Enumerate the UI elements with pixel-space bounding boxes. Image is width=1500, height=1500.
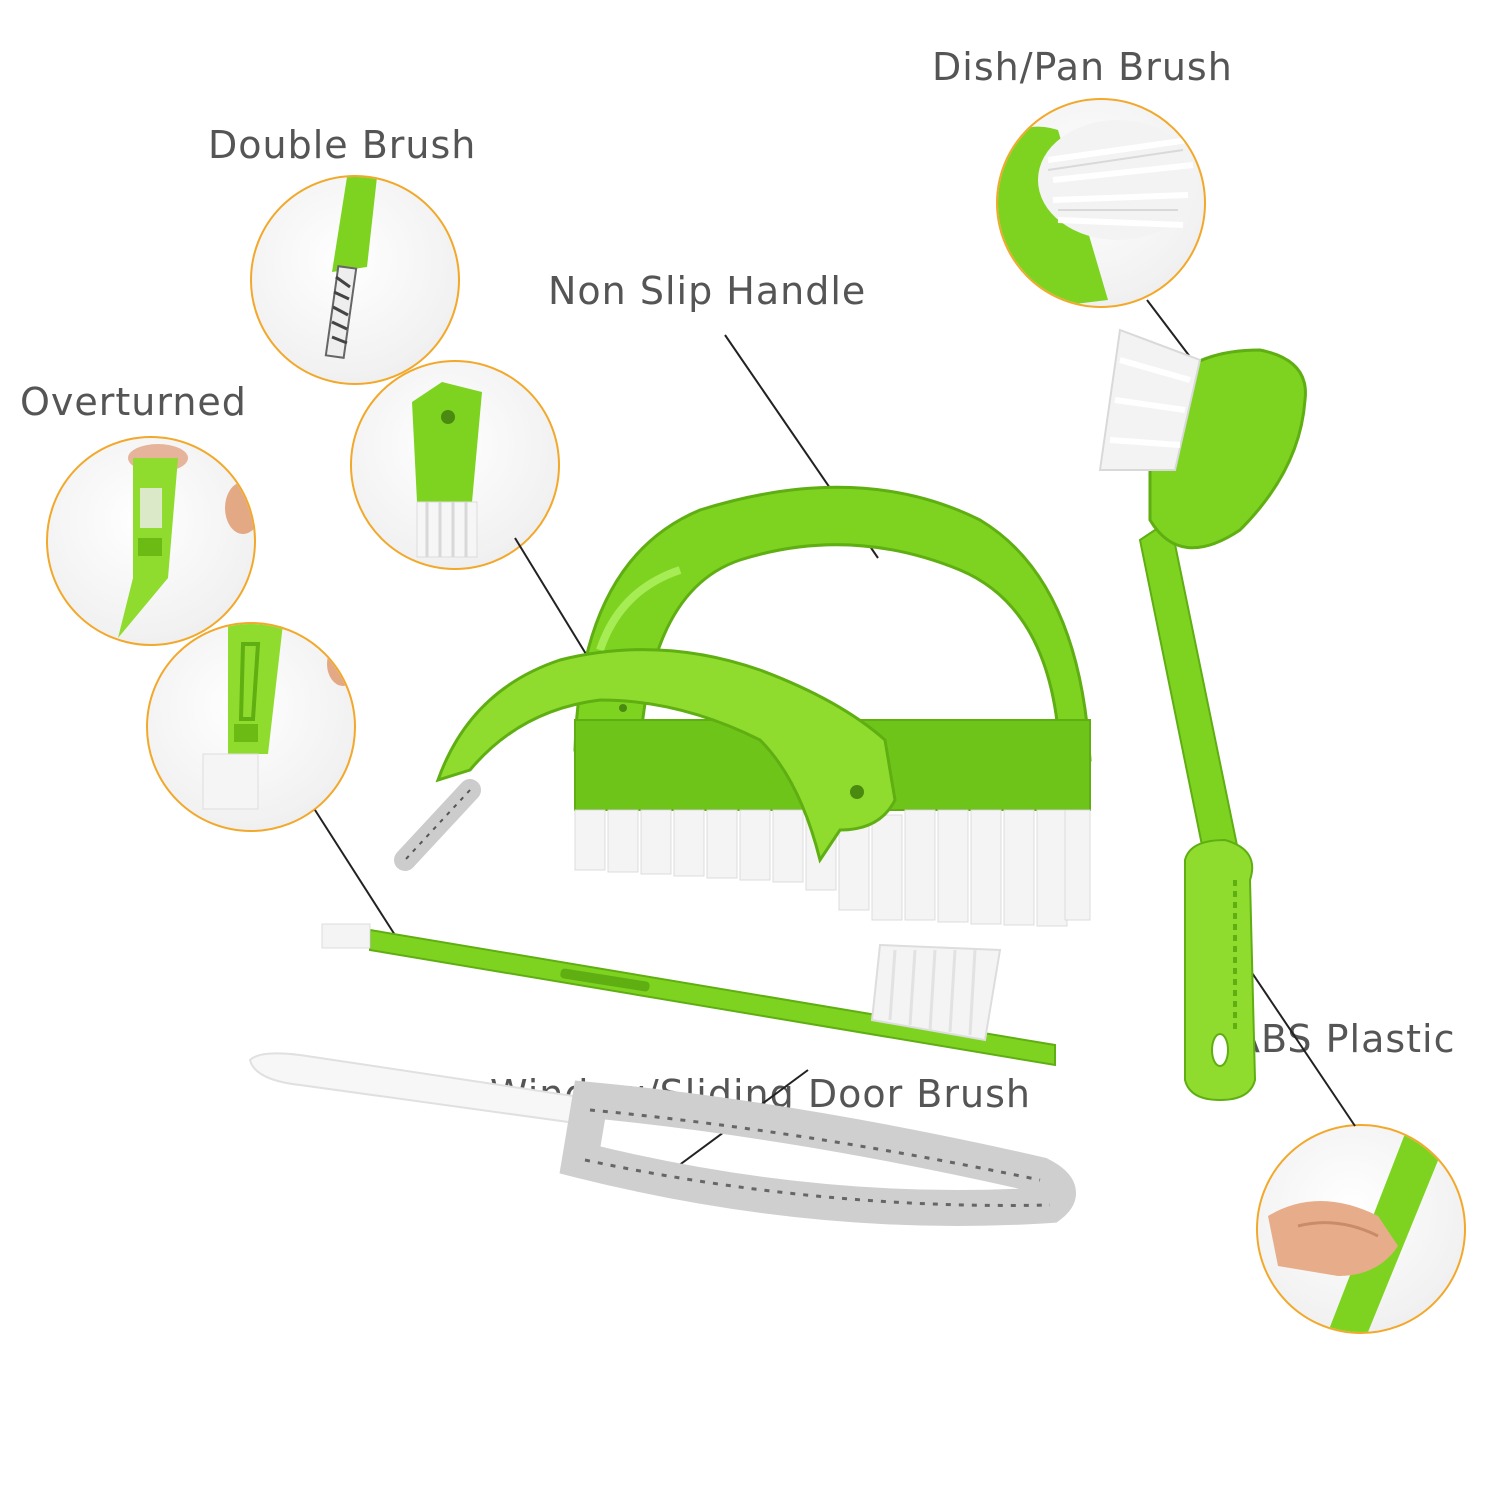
abs-plastic-detail-image xyxy=(1268,1126,1448,1332)
d-handle-grout-brush xyxy=(394,485,1092,927)
double-brush-detail-image xyxy=(324,177,377,359)
small-brush-detail-image xyxy=(412,382,482,558)
label-abs-plastic: ABS Plastic xyxy=(1234,1017,1456,1061)
label-double-brush: Double Brush xyxy=(208,123,477,167)
dish-pan-brush xyxy=(1098,328,1307,1102)
callout-overturned-closed xyxy=(46,436,256,646)
crevice-toothbrush xyxy=(321,923,1056,1067)
overturned-closed-detail-image xyxy=(118,444,254,638)
callout-double-brush xyxy=(250,175,460,385)
label-dish-pan-brush: Dish/Pan Brush xyxy=(932,45,1233,89)
callout-abs-plastic xyxy=(1256,1124,1466,1334)
callout-small-brush-head xyxy=(350,360,560,570)
window-sliding-door-brush xyxy=(248,1052,1076,1226)
callout-overturned-open xyxy=(146,622,356,832)
label-non-slip-handle: Non Slip Handle xyxy=(548,269,867,313)
label-overturned: Overturned xyxy=(20,380,247,424)
callout-dish-pan-brush xyxy=(996,98,1206,308)
dish-pan-brush-detail-image xyxy=(998,120,1198,306)
